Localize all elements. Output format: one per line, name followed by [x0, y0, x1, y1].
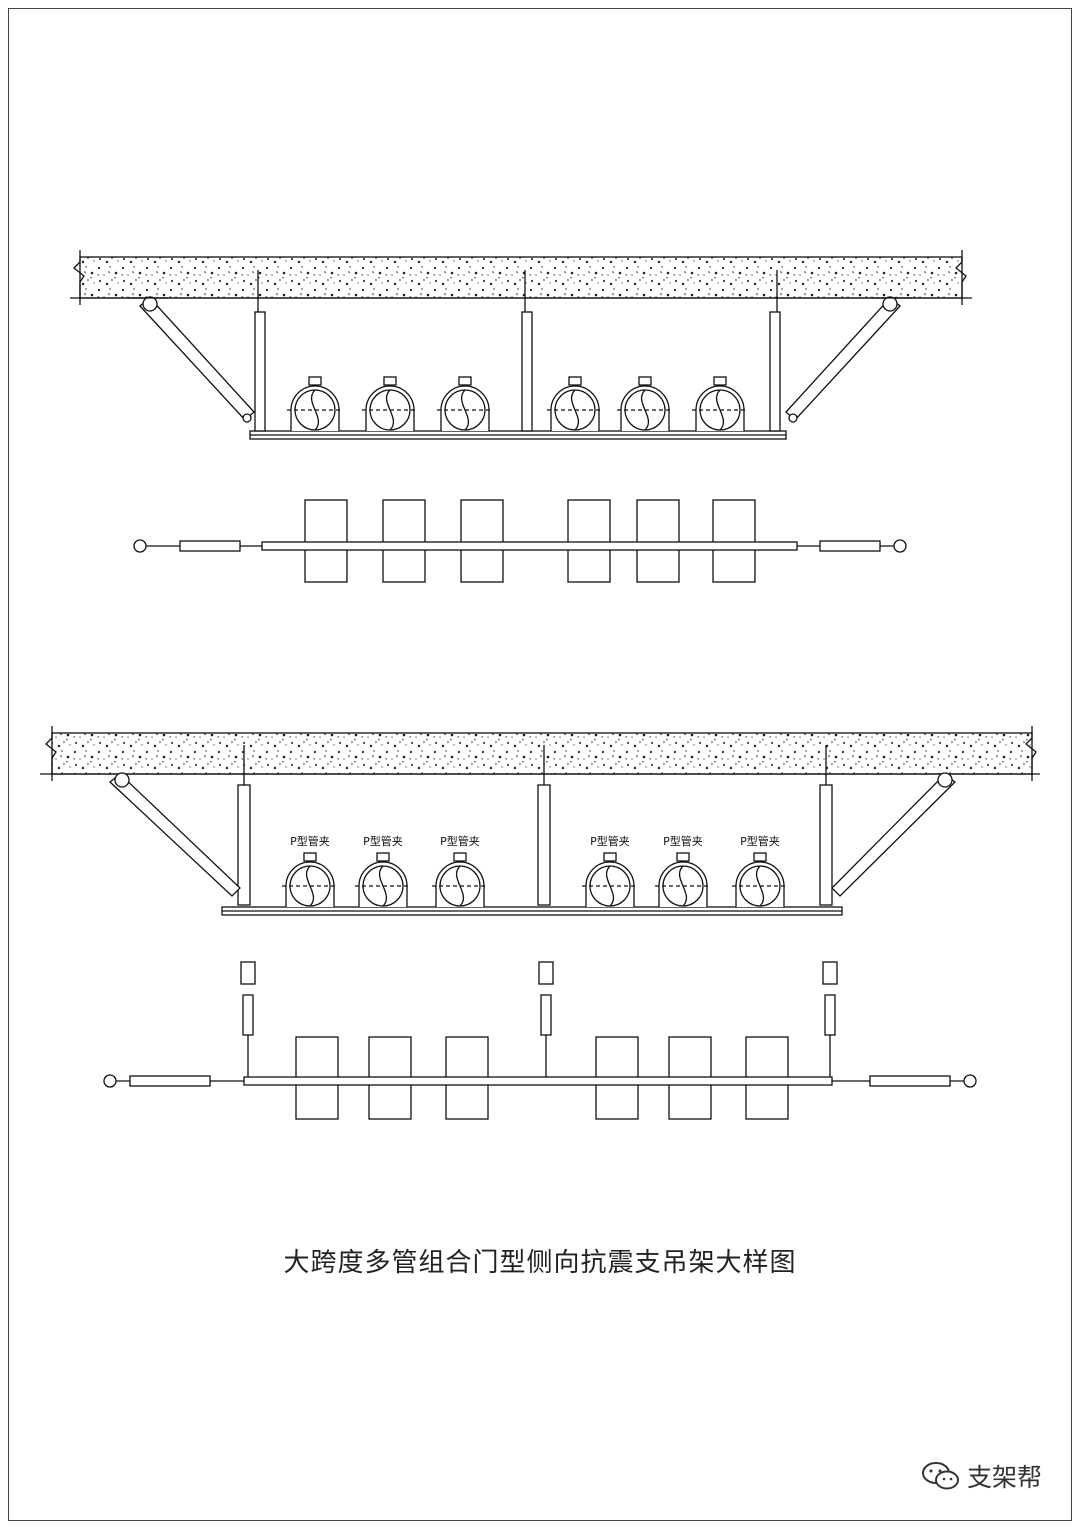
plan-view-1 [133, 499, 907, 583]
pipe-clamps-view-2 [282, 852, 788, 907]
elevation-view-2 [40, 726, 1040, 916]
elevation-view-1 [70, 250, 972, 440]
concrete-slab [79, 256, 963, 299]
drawing-caption: 大跨度多管组合门型侧向抗震支吊架大样图 [283, 1248, 797, 1278]
hanger-rods-2 [237, 745, 833, 906]
pipe-clamps-view-1 [287, 376, 748, 431]
clamp-labels: P型管夹 P型管夹 P型管夹 P型管夹 P型管夹 P型管夹 [290, 834, 780, 848]
plan-beam-1 [261, 541, 798, 551]
vertical-braces-plan [240, 961, 838, 1077]
drawing-frame [8, 8, 1072, 1521]
hanger-rods [254, 270, 781, 432]
watermark-text: 支架帮 [966, 1463, 1042, 1492]
clamp-label: P型管夹 [290, 834, 330, 848]
clamp-label: P型管夹 [740, 834, 780, 848]
concrete-slab-2 [51, 732, 1033, 775]
seismic-braces [128, 296, 912, 423]
seismic-braces-2 [109, 772, 956, 897]
clamp-label: P型管夹 [590, 834, 630, 848]
wechat-chat-bubbles-icon [921, 1462, 959, 1490]
clamp-label: P型管夹 [663, 834, 703, 848]
plan-beam-2 [243, 1076, 833, 1086]
clamp-label: P型管夹 [363, 834, 403, 848]
plan-pipes-1 [304, 499, 756, 583]
plan-view-2 [103, 961, 977, 1120]
watermark: 支架帮 [921, 1458, 1042, 1494]
clamp-label: P型管夹 [440, 834, 480, 848]
